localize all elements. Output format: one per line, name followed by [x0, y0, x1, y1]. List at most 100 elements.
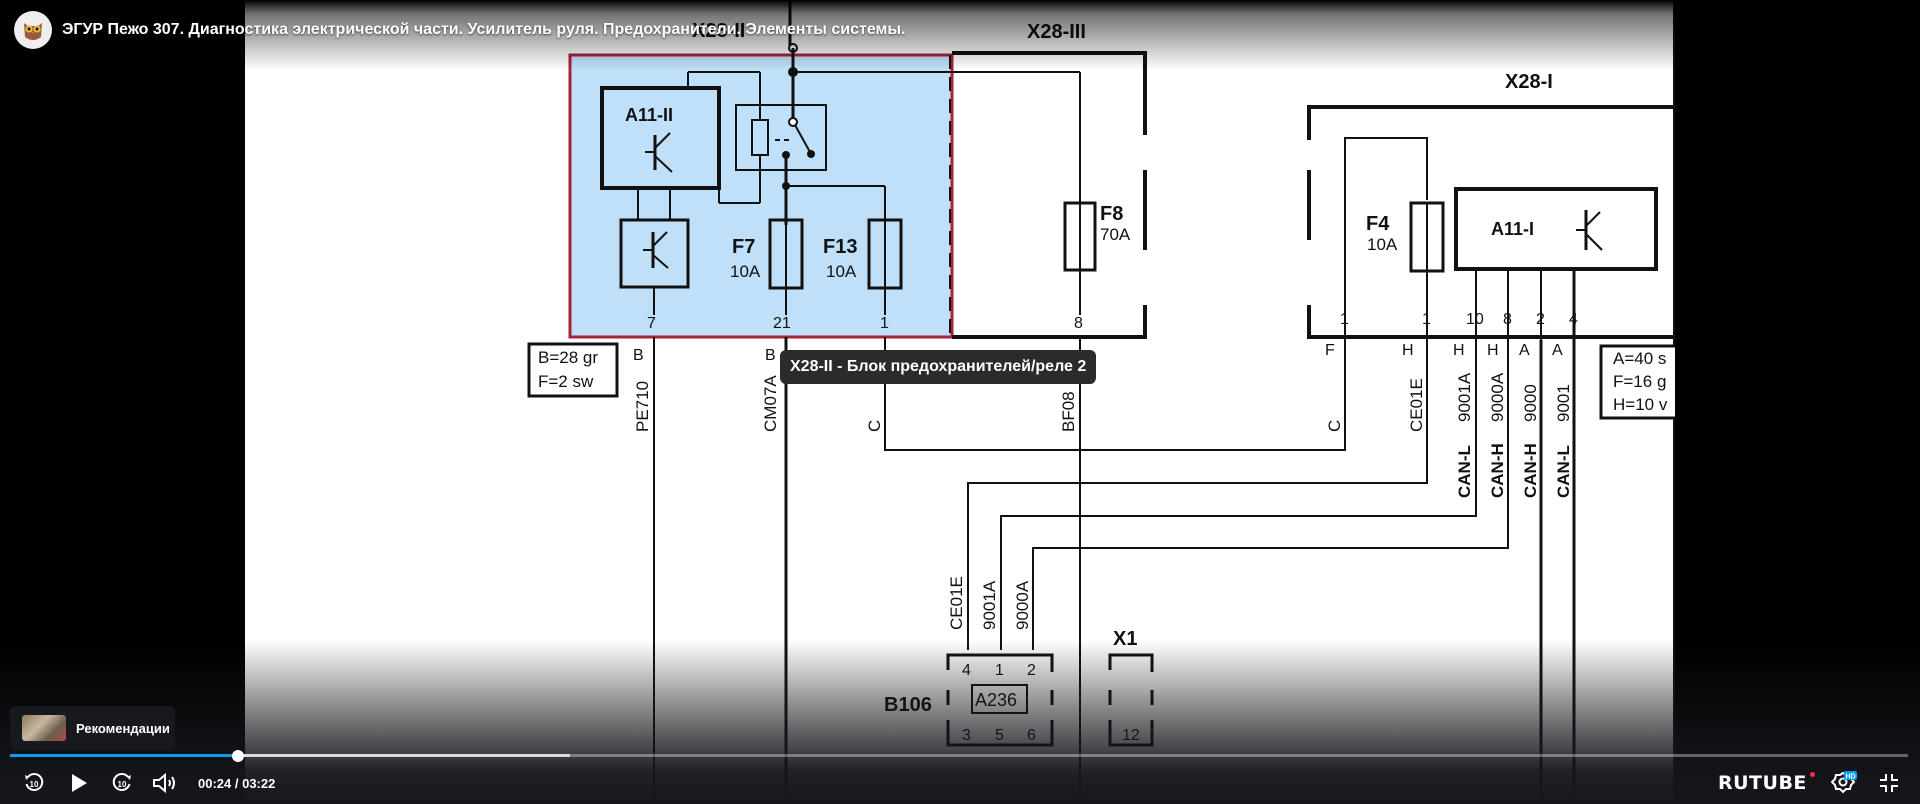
svg-text:F: F — [1325, 342, 1335, 359]
x28-i-title: X28-I — [1505, 71, 1553, 93]
current-time: 00:24 — [198, 775, 232, 791]
channel-avatar[interactable] — [14, 11, 52, 49]
volume-icon — [153, 772, 175, 794]
f4-label: F4 — [1366, 213, 1390, 235]
a11-i-box — [1454, 187, 1658, 271]
f7-rating: 10A — [730, 262, 761, 281]
svg-text:CAN-L: CAN-L — [1455, 445, 1474, 498]
svg-text:BF08: BF08 — [1059, 391, 1078, 432]
f4-rating: 10A — [1367, 235, 1398, 254]
svg-text:4: 4 — [962, 662, 971, 679]
svg-text:10: 10 — [118, 780, 127, 789]
f13-label: F13 — [823, 236, 857, 258]
progress-played — [10, 754, 238, 757]
progress-handle[interactable] — [231, 750, 244, 762]
svg-text:B: B — [633, 347, 644, 364]
forward-10-icon: 10 — [112, 773, 131, 791]
recommendations-label: Рекомендации — [76, 720, 170, 736]
forward-10-button[interactable]: 10 — [108, 769, 136, 797]
play-icon — [72, 774, 87, 792]
svg-text:5: 5 — [995, 727, 1004, 744]
svg-text:PE710: PE710 — [633, 381, 652, 432]
svg-text:A: A — [1519, 342, 1530, 359]
svg-text:3: 3 — [962, 727, 971, 744]
svg-text:CAN-H: CAN-H — [1488, 443, 1507, 498]
player-controls: 10 10 00:24 / 03:22 RUTUBE HD — [0, 766, 1920, 800]
svg-text:9001A: 9001A — [980, 580, 999, 630]
svg-text:2: 2 — [1027, 662, 1036, 679]
svg-text:F=2 sw: F=2 sw — [538, 372, 594, 391]
svg-text:CM07A: CM07A — [761, 375, 780, 432]
svg-text:8: 8 — [1074, 315, 1083, 332]
f7-label: F7 — [732, 236, 755, 258]
svg-text:H: H — [1453, 342, 1465, 359]
svg-text:C: C — [865, 420, 884, 432]
a11-i-label: A11-I — [1491, 219, 1534, 239]
svg-text:A236: A236 — [975, 690, 1017, 710]
settings-hd-icon: HD — [1831, 771, 1857, 794]
svg-text:H: H — [1487, 342, 1499, 359]
svg-text:7: 7 — [647, 315, 656, 332]
relay-box — [735, 104, 827, 171]
fullscreen-exit-icon — [1880, 774, 1898, 792]
a11-ii-label: A11-II — [625, 105, 673, 125]
svg-text:B=28 gr: B=28 gr — [538, 348, 598, 367]
svg-text:9000: 9000 — [1521, 384, 1540, 422]
recommendation-thumbnail — [22, 715, 66, 741]
svg-text:21: 21 — [773, 315, 791, 332]
svg-text:A: A — [1552, 342, 1563, 359]
time-display: 00:24 / 03:22 — [198, 776, 275, 791]
progress-track — [10, 754, 1908, 757]
video-header: ЭГУР Пежо 307. Диагностика электрической… — [14, 11, 906, 49]
video-frame[interactable]: A11-II F7 — [245, 0, 1675, 804]
svg-text:8: 8 — [1503, 311, 1512, 328]
x28-iii-box — [952, 51, 1147, 339]
svg-text:1: 1 — [1422, 311, 1431, 328]
video-title: ЭГУР Пежо 307. Диагностика электрической… — [62, 21, 906, 38]
svg-text:1: 1 — [880, 315, 889, 332]
rutube-logo[interactable]: RUTUBE — [1718, 772, 1807, 794]
svg-text:10: 10 — [30, 780, 39, 789]
f8-rating: 70A — [1100, 225, 1131, 244]
svg-text:4: 4 — [1569, 311, 1578, 328]
svg-text:9001A: 9001A — [1455, 372, 1474, 422]
svg-text:CAN-H: CAN-H — [1521, 443, 1540, 498]
b106-label: B106 — [884, 694, 932, 716]
svg-text:CE01E: CE01E — [947, 576, 966, 630]
rewind-10-icon: 10 — [25, 773, 44, 791]
volume-button[interactable] — [150, 769, 180, 797]
x1-label: X1 — [1113, 628, 1137, 650]
progress-buffered — [10, 754, 570, 757]
owl-icon — [24, 23, 42, 40]
settings-button[interactable]: HD — [1830, 769, 1858, 797]
recommendations-button[interactable]: Рекомендации — [10, 706, 175, 750]
a11-ii-box — [600, 86, 721, 190]
svg-text:9000A: 9000A — [1013, 580, 1032, 630]
svg-text:C: C — [1325, 420, 1344, 432]
rewind-10-button[interactable]: 10 — [20, 769, 48, 797]
svg-text:2: 2 — [1536, 311, 1545, 328]
component-tooltip: X28-II - Блок предохранителей/реле 2 — [780, 350, 1097, 384]
svg-text:1: 1 — [1340, 311, 1349, 328]
f8-label: F8 — [1100, 203, 1123, 225]
f13-rating: 10A — [826, 262, 857, 281]
svg-text:CE01E: CE01E — [1407, 378, 1426, 432]
x28-iii-title: X28-III — [1027, 21, 1086, 43]
svg-text:CAN-L: CAN-L — [1554, 445, 1573, 498]
svg-text:A=40 s: A=40 s — [1613, 349, 1666, 368]
fullscreen-button[interactable] — [1875, 769, 1903, 797]
svg-text:10: 10 — [1466, 311, 1484, 328]
duration: 03:22 — [242, 775, 276, 791]
svg-text:6: 6 — [1027, 727, 1036, 744]
svg-text:9001: 9001 — [1554, 384, 1573, 422]
legend-left — [527, 342, 619, 398]
svg-text:9000A: 9000A — [1488, 372, 1507, 422]
svg-text:12: 12 — [1122, 727, 1140, 744]
svg-text:B: B — [765, 347, 776, 364]
play-button[interactable] — [66, 769, 92, 797]
progress-bar[interactable] — [10, 750, 1908, 762]
svg-text:H=10 v: H=10 v — [1613, 395, 1668, 414]
wiring-diagram: A11-II F7 — [527, 0, 1675, 804]
svg-text:F=16 g: F=16 g — [1613, 372, 1666, 391]
rutube-logo-dot — [1810, 772, 1815, 777]
